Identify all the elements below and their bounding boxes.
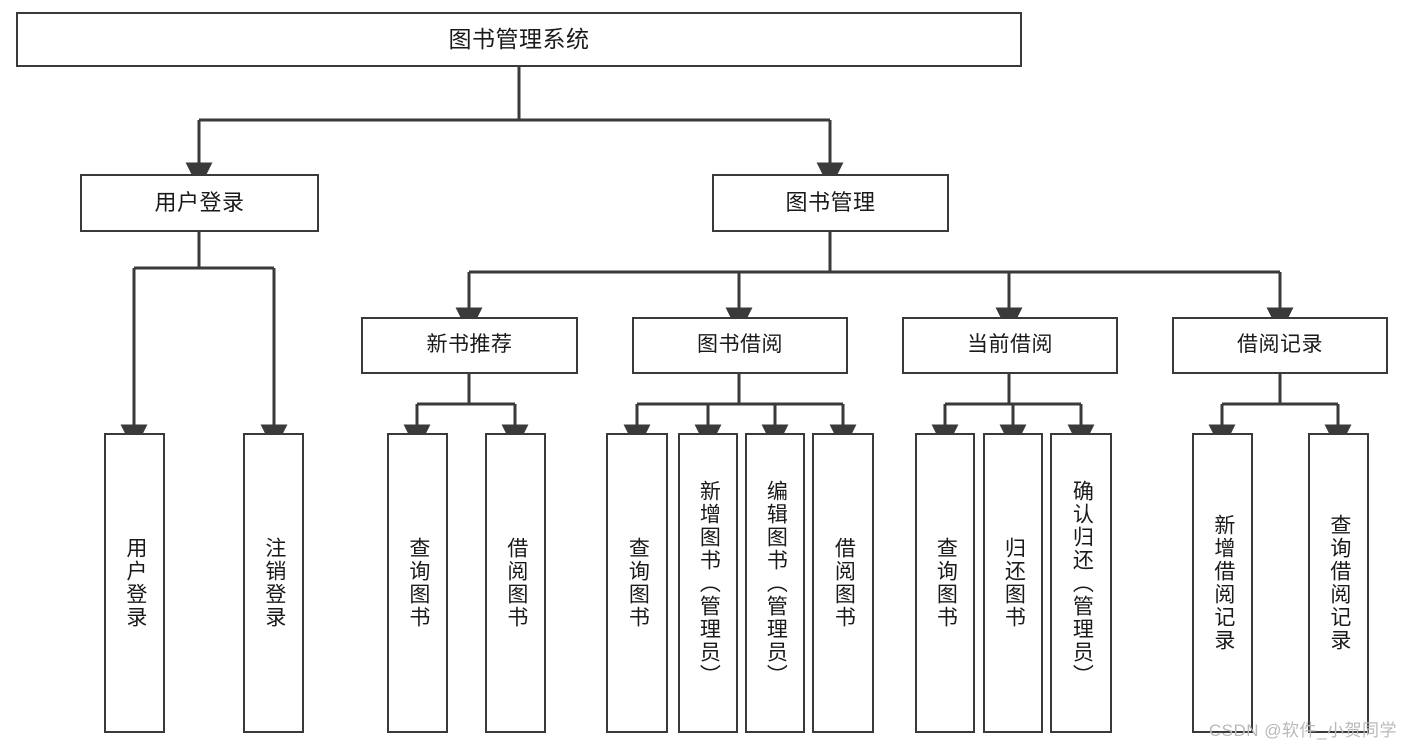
node-book-management-system[interactable]: 图书管理系统 [16,12,1022,67]
node-leaf-confirm-return[interactable]: 确认归还（管理员） [1050,433,1112,733]
node-label: 图书管理系统 [448,26,590,53]
node-label: 归还图书 [1002,537,1026,629]
node-leaf-edit-book[interactable]: 编辑图书（管理员） [745,433,805,733]
node-label: 查询图书 [406,537,430,629]
node-leaf-add-book[interactable]: 新增图书（管理员） [678,433,738,733]
node-leaf-borrow-book-1[interactable]: 借阅图书 [485,433,546,733]
node-leaf-add-borrow-record[interactable]: 新增借阅记录 [1192,433,1253,733]
node-leaf-borrow-book-2[interactable]: 借阅图书 [812,433,874,733]
node-label: 借阅图书 [832,537,856,629]
node-leaf-query-book-2[interactable]: 查询图书 [606,433,668,733]
node-label: 新增图书（管理员） [697,479,721,687]
node-label: 图书管理 [785,190,876,216]
node-label: 用户登录 [123,537,147,629]
node-leaf-query-borrow-record[interactable]: 查询借阅记录 [1308,433,1369,733]
node-book-management[interactable]: 图书管理 [712,174,949,232]
node-label: 编辑图书（管理员） [764,479,788,687]
node-label: 新增借阅记录 [1211,514,1235,652]
node-label: 查询图书 [934,537,958,629]
node-label: 图书借阅 [697,333,783,357]
node-user-login[interactable]: 用户登录 [80,174,319,232]
node-label: 用户登录 [154,190,245,216]
node-leaf-user-login[interactable]: 用户登录 [104,433,165,733]
node-leaf-query-book-1[interactable]: 查询图书 [387,433,448,733]
node-label: 新书推荐 [426,333,513,357]
node-leaf-return-book[interactable]: 归还图书 [983,433,1043,733]
node-label: 查询借阅记录 [1327,514,1351,652]
node-label: 借阅图书 [504,537,528,629]
node-label: 注销登录 [262,537,286,629]
node-label: 查询图书 [626,537,650,629]
node-current-borrow[interactable]: 当前借阅 [902,317,1118,374]
node-book-borrow[interactable]: 图书借阅 [632,317,848,374]
node-new-book-recommend[interactable]: 新书推荐 [361,317,578,374]
node-label: 借阅记录 [1237,333,1323,357]
node-leaf-logout-login[interactable]: 注销登录 [243,433,304,733]
node-label: 确认归还（管理员） [1070,479,1094,687]
watermark: CSDN @软件_小贺同学 [1208,721,1397,740]
node-label: 当前借阅 [967,333,1053,357]
node-leaf-query-book-3[interactable]: 查询图书 [915,433,975,733]
node-borrow-record[interactable]: 借阅记录 [1172,317,1388,374]
